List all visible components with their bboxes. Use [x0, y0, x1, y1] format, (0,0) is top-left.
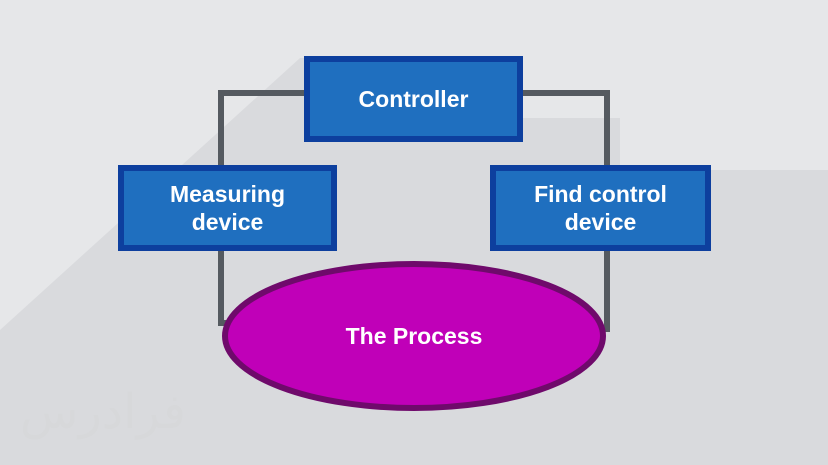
measuring-device-label-line2: device [192, 209, 264, 235]
connector-controller-to-final [520, 90, 610, 168]
process-ellipse: The Process [222, 261, 606, 411]
connector-measuring-to-process [218, 250, 230, 326]
process-label: The Process [346, 323, 483, 349]
connector-controller-to-measuring [218, 90, 310, 168]
controller-label: Controller [359, 86, 469, 112]
final-control-device-label-line2: device [565, 209, 637, 235]
controller-box: Controller [304, 56, 523, 142]
watermark-logo: فرادرس [20, 384, 186, 440]
connector-final-to-process [602, 250, 610, 332]
measuring-device-label-line1: Measuring [170, 181, 285, 207]
final-control-device-box: Find control device [490, 165, 711, 251]
final-control-device-label-line1: Find control [534, 181, 667, 207]
measuring-device-box: Measuring device [118, 165, 337, 251]
